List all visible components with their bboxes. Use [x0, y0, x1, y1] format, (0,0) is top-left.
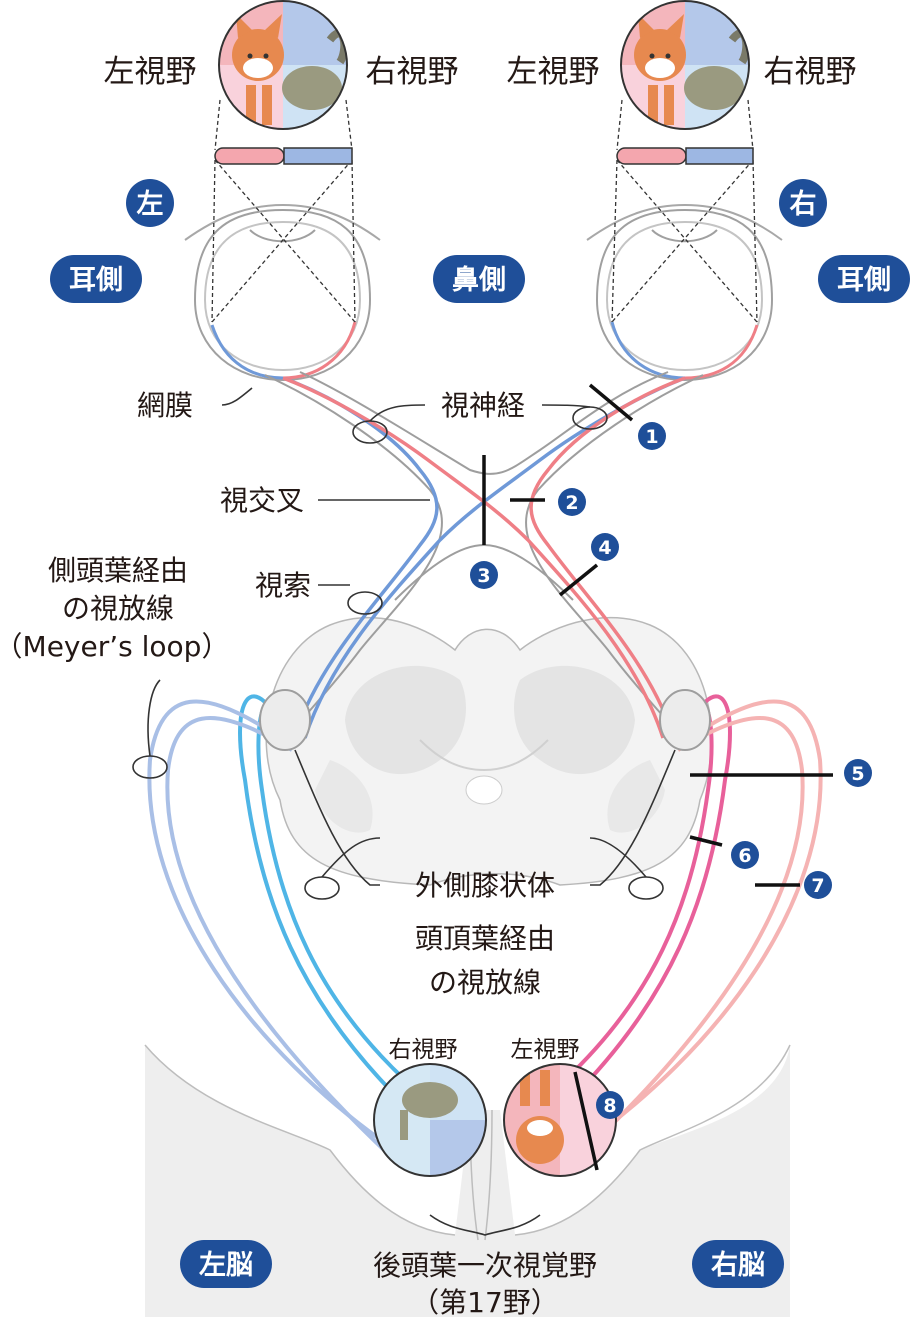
cortex-field-right: 右視野 [389, 1037, 458, 1063]
label-meyer-line2: の視放線 [62, 592, 174, 625]
red-pathway [282, 376, 686, 739]
right-eye [586, 203, 783, 382]
lesion-badge-2: 2 [558, 488, 586, 516]
lesion-markers [482, 383, 833, 1171]
svg-text:8: 8 [603, 1095, 616, 1117]
label-lgn: 外側膝状体 [415, 869, 555, 902]
side-badge-right: 右 [779, 179, 827, 227]
occipital-lobe [145, 1045, 790, 1317]
svg-text:耳側: 耳側 [837, 265, 891, 296]
badge-temporal-left: 耳側 [50, 255, 142, 303]
svg-text:3: 3 [477, 565, 490, 587]
lesion-badge-5: 5 [844, 759, 872, 787]
badge-temporal-right: 耳側 [818, 255, 910, 303]
cortex-field-left: 左視野 [511, 1037, 580, 1063]
lesion-badge-3: 3 [470, 561, 498, 589]
label-optic-tract: 視索 [255, 569, 311, 602]
dog-icon [218, 0, 348, 130]
svg-text:左: 左 [137, 189, 164, 220]
field-label-left-eye-left: 左視野 [104, 54, 197, 90]
label-optic-nerve: 視神経 [441, 389, 525, 422]
label-optic-chiasm: 視交叉 [220, 484, 304, 517]
svg-text:左脳: 左脳 [199, 1250, 253, 1281]
right-eye-field-bar-left [616, 147, 687, 165]
midbrain-section [265, 616, 713, 886]
left-lgn [259, 689, 311, 751]
lesion-badge-6: 6 [731, 841, 759, 869]
svg-text:耳側: 耳側 [69, 265, 123, 296]
projection-lines [211, 99, 758, 323]
left-eye-field-bar-left [214, 147, 285, 165]
svg-text:右: 右 [790, 189, 817, 220]
label-meyer-line1: 側頭葉経由 [48, 554, 188, 587]
left-eye-field-bar-right [283, 147, 353, 165]
label-meyer-line3: （Meyer’s loop） [0, 630, 229, 663]
lesion-badge-4: 4 [591, 533, 619, 561]
badge-left-brain: 左脳 [180, 1240, 272, 1288]
left-visual-field-cortex-right-brain [503, 1063, 617, 1177]
right-eye-field-bar-right [685, 147, 754, 165]
right-lgn [659, 689, 711, 751]
leader-lines [147, 387, 676, 1236]
label-parietal-line1: 頭頂葉経由 [415, 922, 555, 955]
field-label-right-eye-right: 右視野 [764, 54, 857, 90]
right-visual-field-cortex-left-brain [373, 1063, 487, 1177]
label-area-17: （第17野） [411, 1286, 559, 1317]
svg-text:6: 6 [738, 845, 751, 867]
svg-text:右脳: 右脳 [711, 1250, 765, 1281]
svg-text:2: 2 [565, 492, 578, 514]
left-eye [184, 203, 381, 382]
field-label-left-eye-right: 右視野 [366, 54, 459, 90]
lesion-badge-1: 1 [638, 422, 666, 450]
svg-text:鼻側: 鼻側 [452, 265, 506, 296]
label-primary-visual-cortex: 後頭葉一次視覚野 [373, 1249, 597, 1282]
label-retina: 網膜 [137, 389, 193, 422]
svg-text:1: 1 [645, 426, 658, 448]
badge-right-brain: 右脳 [692, 1240, 784, 1288]
field-label-right-eye-left: 左視野 [507, 54, 600, 90]
svg-text:5: 5 [851, 763, 864, 785]
badge-nasal: 鼻側 [433, 255, 525, 303]
side-badge-left: 左 [126, 179, 174, 227]
lesion-badge-7: 7 [804, 871, 832, 899]
label-parietal-line2: の視放線 [429, 966, 541, 999]
dog-icon [620, 0, 750, 130]
svg-text:7: 7 [811, 875, 824, 897]
svg-text:4: 4 [598, 537, 611, 559]
lesion-badge-8: 8 [596, 1091, 624, 1119]
